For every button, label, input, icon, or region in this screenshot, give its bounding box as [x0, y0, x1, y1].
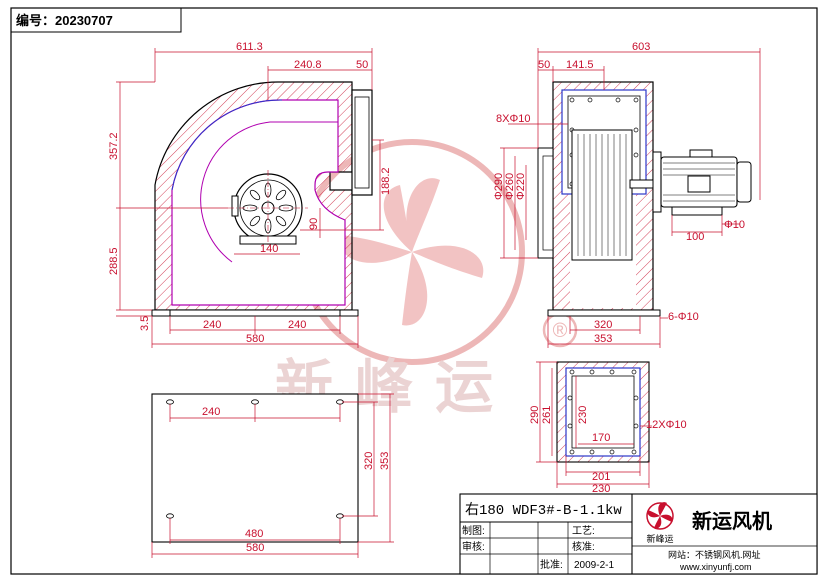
- dim-front-outlet-height: 188.2: [380, 167, 392, 195]
- dim-front-base-length: 580: [246, 333, 264, 345]
- model-designation: 右180 WDF3#-B-1.1kw: [465, 502, 622, 519]
- dim-side-base-holes: 6-Φ10: [668, 311, 699, 323]
- dim-outlet-holes: 12XΦ10: [646, 419, 687, 431]
- outlet-view: 290 261 230 170 12XΦ10 201 230: [529, 361, 687, 495]
- date-value: 2009-2-1: [574, 560, 614, 571]
- label-approve: 批准:: [540, 558, 563, 571]
- side-motor: [652, 149, 752, 216]
- header-code-box: 编号：20230707: [10, 7, 182, 33]
- label-check: 核准:: [572, 540, 595, 553]
- dim-side-motor-foot: 100: [686, 231, 704, 243]
- dim-side-overall-depth: 603: [632, 41, 650, 53]
- watermark: ® 新峰运: [275, 139, 578, 420]
- dim-base-depth-inner: 320: [363, 452, 375, 470]
- dim-front-motor-h: 140: [260, 243, 278, 255]
- drawing-code: 编号：20230707: [16, 13, 113, 28]
- title-block: 右180 WDF3#-B-1.1kw 制图: 审核: 批准: 工艺: 核准: 2…: [459, 493, 818, 575]
- website-url: www.xinyunfj.com: [679, 562, 752, 572]
- watermark-registered: ®: [553, 320, 568, 342]
- dim-side-flange-depth: 50: [538, 59, 550, 71]
- dim-front-overall-width: 611.3: [236, 41, 263, 53]
- dim-outlet-height-outer: 290: [529, 406, 541, 424]
- dim-side-dia-mid: Φ260: [504, 173, 516, 200]
- dim-side-flange-holes: 8XΦ10: [496, 113, 530, 125]
- dim-front-outlet-width: 240.8: [294, 59, 322, 71]
- company-name: 新运风机: [692, 509, 772, 533]
- motor-face: [228, 170, 308, 248]
- dim-front-base-thickness: 3.5: [139, 316, 151, 331]
- dim-base-hole-bottom: 480: [245, 528, 263, 540]
- logo-caption: 新峰运: [646, 533, 673, 544]
- label-review: 审核:: [462, 540, 485, 553]
- company-logo: 新峰运: [646, 502, 674, 544]
- dim-outlet-width-outer: 230: [592, 483, 610, 495]
- label-drawn: 制图:: [462, 524, 485, 537]
- dim-front-motor-v: 90: [308, 218, 320, 230]
- base-plan-view: 240 320 353 480 580: [151, 393, 394, 558]
- dim-front-hole-left: 240: [203, 319, 221, 331]
- dim-side-dia-outer: Φ290: [493, 173, 505, 200]
- dim-base-hole-top: 240: [202, 406, 220, 418]
- dim-front-flange: 50: [356, 59, 368, 71]
- dim-side-motor-hole: Φ10: [724, 219, 745, 231]
- dim-outlet-height-mid: 261: [541, 406, 553, 424]
- dim-front-hole-right: 240: [288, 319, 306, 331]
- front-view: 611.3 240.8 50 357.2 188.2 288.5 90 140 …: [108, 41, 392, 348]
- dim-outlet-width-mid: 201: [592, 471, 610, 483]
- side-view: 603 50 141.5 8XΦ10 Φ290 Φ260 Φ220 100 Φ1…: [493, 41, 761, 348]
- website-line: 网站：不锈钢风机.网址: [668, 549, 761, 560]
- dim-side-flange-offset: 141.5: [566, 59, 594, 71]
- dim-side-base-span: 320: [594, 319, 612, 331]
- dim-front-height-upper: 357.2: [108, 132, 120, 160]
- dim-outlet-height-inner: 230: [577, 406, 589, 424]
- dim-outlet-inner-width: 170: [592, 432, 610, 444]
- dim-side-base-width: 353: [594, 333, 612, 345]
- dim-front-height-lower: 288.5: [108, 247, 120, 275]
- dim-side-dia-inner: Φ220: [515, 173, 527, 200]
- label-process: 工艺:: [572, 525, 595, 537]
- dim-base-depth-outer: 353: [379, 452, 391, 470]
- dim-base-length: 580: [246, 542, 264, 554]
